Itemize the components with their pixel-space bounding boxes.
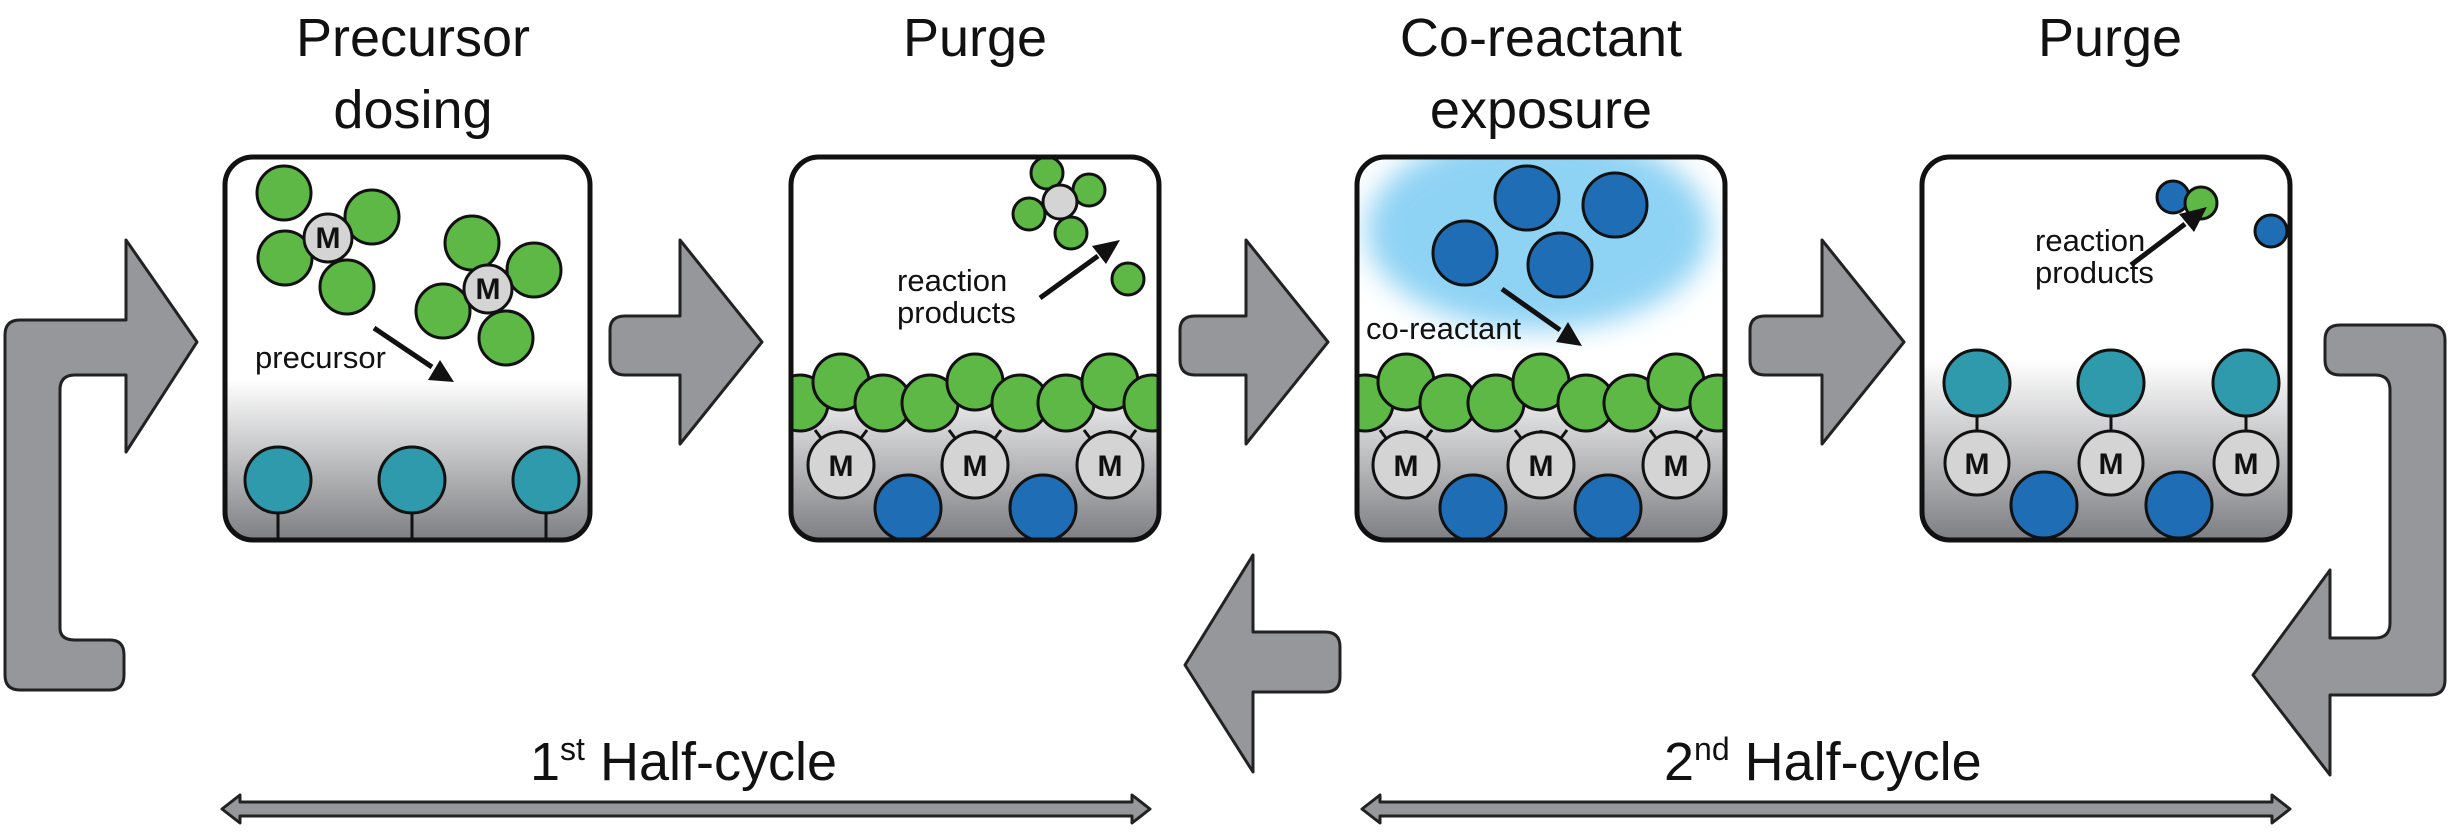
- middle-return-arrow: [1183, 553, 1342, 774]
- reaction-products-label: reaction: [897, 263, 1007, 298]
- step-title-precursor-dosing: Precursor dosing: [213, 2, 613, 146]
- co-reactant-arrow-icon: [1500, 286, 1582, 346]
- co-reactant-molecules: [1431, 164, 1649, 299]
- title-line: Co-reactant: [1399, 8, 1683, 68]
- panel-purge-2: M M M reaction products: [1919, 154, 2293, 543]
- metal-label: M: [2099, 448, 2124, 481]
- half-cycle-2-label: 2nd Half-cycle: [1664, 731, 1982, 792]
- metal-labels: M M M: [1965, 448, 2259, 481]
- reaction-products-label: reaction: [2035, 223, 2145, 258]
- metal-label: M: [829, 450, 854, 483]
- flow-arrow-icon: [608, 238, 764, 446]
- precursor-label: precursor: [255, 340, 386, 375]
- metal-label: M: [1394, 450, 1419, 483]
- double-arrow-icon: [220, 793, 1152, 825]
- metal-labels: M M M: [1394, 450, 1689, 483]
- metal-label: M: [476, 273, 501, 306]
- ligand-layer: [791, 352, 1159, 433]
- title-line: Purge: [902, 8, 1048, 68]
- flow-arrow-icon: [1178, 238, 1330, 446]
- panel-a-contents: M M: [243, 164, 581, 540]
- half-cycle-1: 1st Half-cycle: [220, 731, 1152, 825]
- surface-groups: [1942, 348, 2281, 418]
- metal-label: M: [963, 450, 988, 483]
- metal-atoms: [806, 430, 1145, 500]
- reaction-product-molecule: [2155, 179, 2289, 249]
- panel-precursor-dosing: M M precursor: [222, 154, 593, 543]
- products-arrow-icon: [1038, 240, 1120, 301]
- metal-label: M: [2234, 448, 2259, 481]
- flow-arrows: [3, 238, 2447, 777]
- products-arrow-icon: [2129, 207, 2207, 267]
- panel-b-contents: [791, 157, 1159, 540]
- metal-atoms: [1371, 430, 1711, 500]
- co-reactant-label: co-reactant: [1366, 311, 1521, 346]
- right-return-bracket: [2251, 323, 2447, 777]
- half-cycle-2: 2nd Half-cycle: [1360, 731, 2292, 825]
- flow-arrow-icon: [1748, 238, 1906, 446]
- double-arrow-icon: [1360, 793, 2292, 825]
- metal-label: M: [316, 222, 341, 255]
- panel-co-reactant-exposure: M M M co-reactant: [1354, 154, 1728, 543]
- step-title-co-reactant-exposure: Co-reactant exposure: [1341, 2, 1741, 146]
- precursor-molecule: [414, 214, 563, 367]
- half-cycle-1-label: 1st Half-cycle: [530, 731, 837, 792]
- panel-c-contents: [1357, 157, 1725, 540]
- panel-d-contents: [1942, 179, 2289, 540]
- step-title-purge-2: Purge: [1910, 2, 2310, 74]
- metal-label: M: [1529, 450, 1554, 483]
- metal-atoms: [1943, 429, 2280, 497]
- step-title-purge-1: Purge: [775, 2, 1175, 74]
- co-reactant-cloud: [1366, 157, 1710, 330]
- reaction-product-molecule: [1011, 157, 1146, 297]
- title-line: Purge: [2037, 8, 2183, 68]
- metal-labels: M M M: [829, 450, 1123, 483]
- left-return-bracket: [3, 238, 199, 692]
- oxygen-atoms: [873, 473, 1078, 540]
- reaction-products-label: products: [897, 295, 1016, 330]
- oxygen-atoms: [2009, 470, 2214, 540]
- precursor-molecule: [255, 164, 401, 316]
- precursor-arrow-icon: [372, 325, 454, 382]
- panel-purge-1: M M M reaction products: [788, 154, 1162, 543]
- ligand-layer: [1357, 352, 1725, 433]
- metal-label: M: [1664, 450, 1689, 483]
- metal-label: M: [1098, 450, 1123, 483]
- oxygen-atoms: [1438, 473, 1643, 540]
- title-line: dosing: [333, 80, 493, 140]
- surface-groups: [243, 445, 581, 540]
- title-line: exposure: [1429, 80, 1653, 140]
- metal-label: M: [1965, 448, 1990, 481]
- title-line: Precursor: [295, 8, 531, 68]
